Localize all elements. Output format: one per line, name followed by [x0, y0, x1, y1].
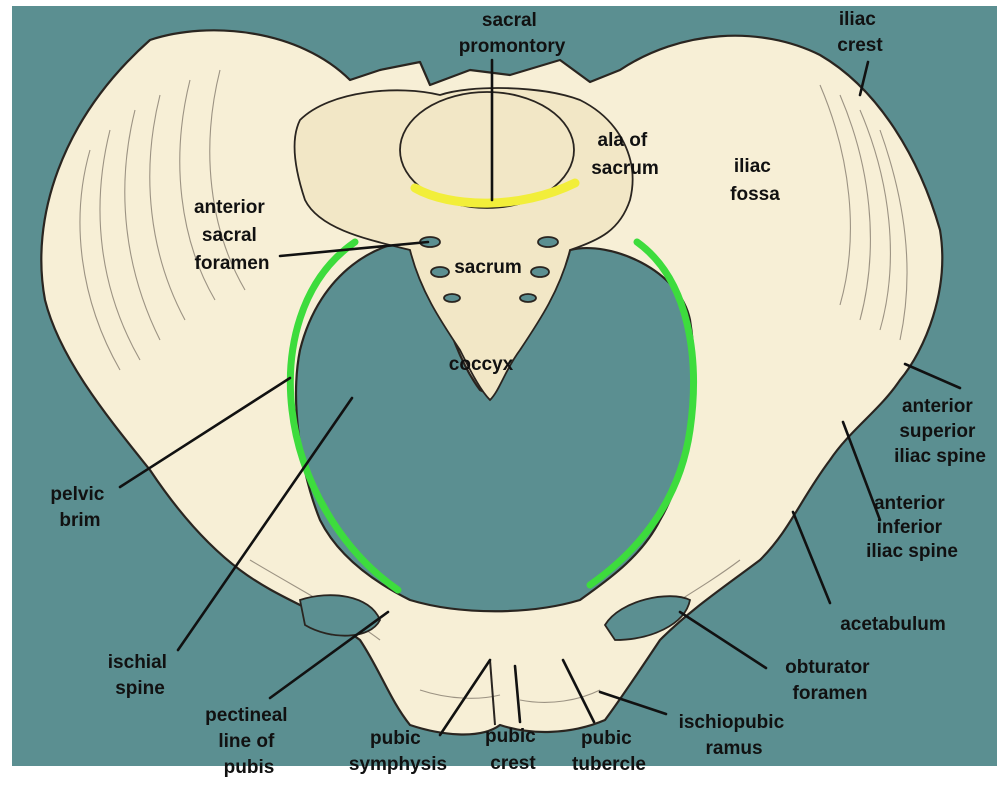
label-anterior-inferior-iliac-spine: anterior inferior iliac spine [866, 493, 958, 562]
label-sacrum: sacrum [454, 257, 522, 278]
label-anterior-superior-iliac-spine: anterior superior iliac spine [894, 396, 986, 467]
label-acetabulum: acetabulum [840, 614, 946, 635]
label-coccyx: coccyx [449, 354, 514, 375]
label-anterior-sacral-foramen: anterior sacral foramen [194, 197, 270, 274]
